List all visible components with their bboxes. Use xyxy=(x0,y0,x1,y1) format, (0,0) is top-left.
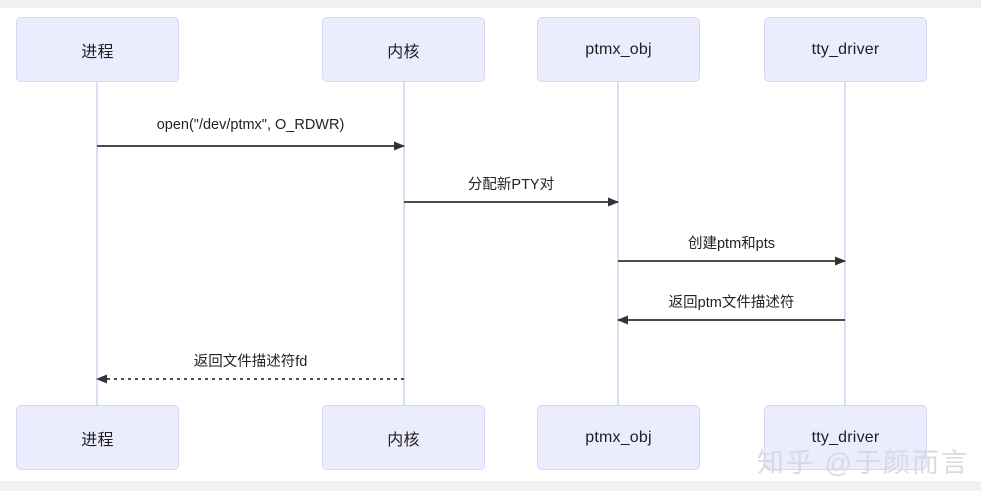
message-label-0: open("/dev/ptmx", O_RDWR) xyxy=(156,117,345,133)
actor-box-process-top[interactable]: 进程 xyxy=(16,17,179,82)
actor-label-process: 进程 xyxy=(81,43,114,61)
message-label-1: 分配新PTY对 xyxy=(467,177,555,193)
actor-box-ptmx_obj-top[interactable]: ptmx_obj xyxy=(537,17,700,82)
message-label-4: 返回文件描述符fd xyxy=(193,354,308,370)
watermark: 知乎 @于颜而言 xyxy=(757,448,970,478)
actor-label-kernel: 内核 xyxy=(387,431,420,449)
actor-box-kernel-bottom[interactable]: 内核 xyxy=(322,405,485,470)
lifelines-group xyxy=(96,82,846,405)
actor-label-kernel: 内核 xyxy=(387,43,420,61)
top-edge-band xyxy=(0,0,981,8)
actor-box-kernel-top[interactable]: 内核 xyxy=(322,17,485,82)
message-label-3: 返回ptm文件描述符 xyxy=(668,295,795,311)
actor-box-ptmx_obj-bottom[interactable]: ptmx_obj xyxy=(537,405,700,470)
actor-box-process-bottom[interactable]: 进程 xyxy=(16,405,179,470)
actor-label-tty_driver: tty_driver xyxy=(811,40,880,58)
actor-label-process: 进程 xyxy=(81,431,114,449)
message-arrows-group xyxy=(96,141,846,384)
bottom-edge-band xyxy=(0,481,981,491)
message-label-2: 创建ptm和pts xyxy=(687,236,776,252)
actor-label-ptmx_obj: ptmx_obj xyxy=(585,428,652,446)
actor-box-tty_driver-top[interactable]: tty_driver xyxy=(764,17,927,82)
actor-label-ptmx_obj: ptmx_obj xyxy=(585,40,652,58)
